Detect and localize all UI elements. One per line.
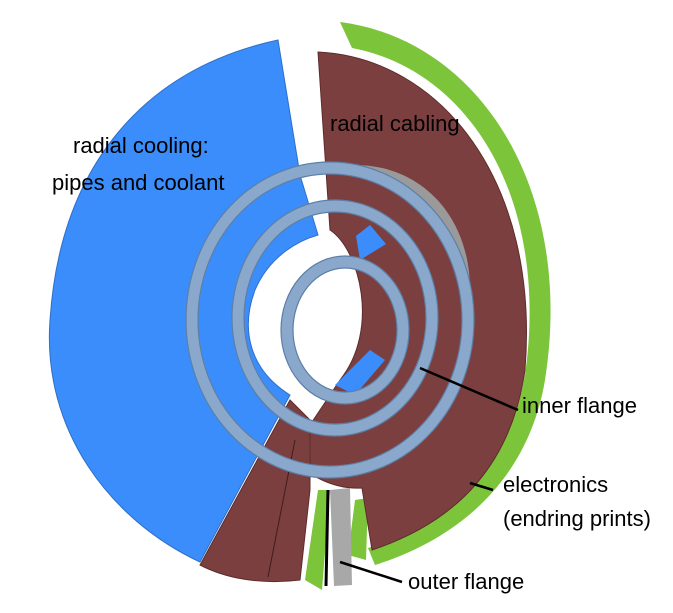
label-electronics-line2: (endring prints) [503, 506, 651, 531]
inner-flange-leader [419, 366, 519, 412]
label-radial-cooling-line1: radial cooling: [73, 133, 209, 158]
electronics-rim [340, 22, 551, 565]
label-radial-cooling-line2: pipes and coolant [52, 170, 224, 195]
label-radial-cabling: radial cabling [330, 111, 460, 136]
flange-rings [185, 161, 475, 479]
electronics-bottom-strip-right [348, 498, 368, 560]
radial-cooling-sector [48, 39, 319, 563]
label-electronics-line1: electronics [503, 472, 608, 497]
outer-flange-leader [339, 560, 403, 584]
middle-ring-edge-outer [231, 199, 439, 437]
inner-ring-edge-outer [280, 255, 410, 405]
outer-flange-edge-line [324, 489, 330, 587]
outer-ring [186, 162, 474, 478]
outer-flange-strip [330, 488, 352, 586]
inner-ring [281, 256, 409, 404]
inner-ring-edge-inner [292, 267, 398, 393]
electronics-leader [469, 481, 494, 492]
middle-ring-edge-inner [243, 211, 427, 425]
label-inner-flange: inner flange [522, 393, 637, 418]
radial-cabling-lower [199, 399, 311, 583]
electronics-bottom-strip-left [305, 490, 330, 590]
cooling-hub-piece-lower [335, 350, 385, 395]
outer-ring-edge-outer [185, 161, 475, 479]
middle-ring [232, 200, 438, 436]
cooling-hub-piece [356, 225, 386, 260]
outer-ring-edge-inner [197, 173, 463, 467]
label-outer-flange: outer flange [408, 569, 524, 594]
